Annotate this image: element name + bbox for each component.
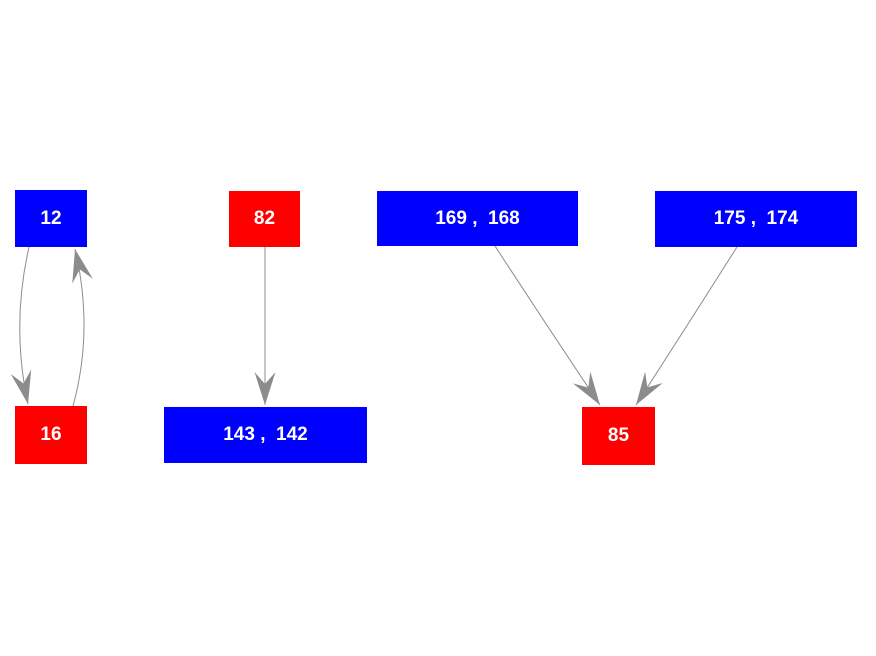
graph-node-85: 85 (582, 407, 655, 465)
graph-node-82: 82 (229, 191, 300, 247)
arrowhead-icon (10, 369, 32, 404)
arrowhead-icon (572, 371, 600, 405)
graph-node-label: 16 (40, 424, 62, 445)
edge-n169_168-to-n85 (494, 245, 601, 406)
graph-node-12: 12 (15, 190, 87, 247)
graph-node-16: 16 (15, 406, 87, 464)
graph-node-label: 12 (40, 207, 62, 229)
graph-node-143-142: 143 , 142 (164, 407, 367, 463)
arrowhead-icon (254, 372, 276, 405)
graph-node-label: 169 , 168 (435, 207, 520, 229)
graph-node-label: 82 (253, 208, 276, 229)
edge-n175_174-to-n85 (635, 246, 738, 406)
graph-node-label: 143 , 142 (223, 424, 308, 445)
graph-node-169-168: 169 , 168 (377, 191, 578, 246)
arrowhead-icon (636, 371, 663, 405)
graph-node-label: 175 , 174 (713, 208, 799, 229)
graph-node-175-174: 175 , 174 (655, 191, 857, 247)
arrowhead-icon (72, 249, 93, 284)
graph-node-label: 85 (607, 425, 630, 446)
